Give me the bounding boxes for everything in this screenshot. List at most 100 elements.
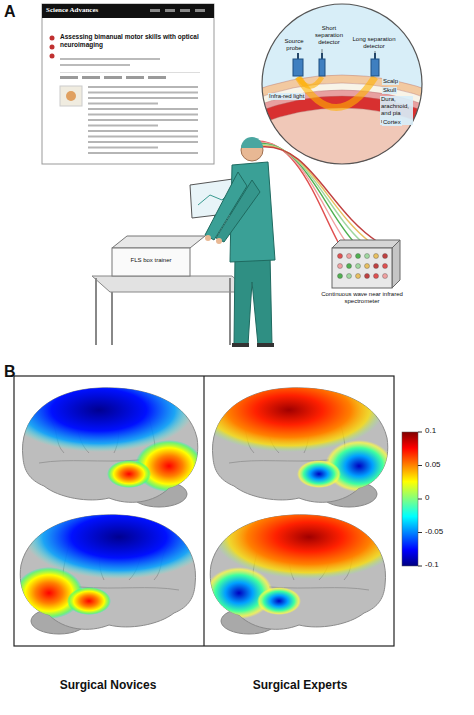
- illustration-part: [88, 97, 198, 99]
- illustration-part: [60, 58, 160, 60]
- illustration-part: [112, 248, 190, 276]
- illustration-part: [338, 254, 343, 259]
- illustration-part: [88, 152, 198, 154]
- journal-name: Science Advances: [46, 6, 146, 14]
- illustration-part: [371, 59, 379, 76]
- part-label: Source probe: [280, 38, 308, 52]
- illustration-part: [4, 368, 203, 492]
- illustration-part: [374, 264, 379, 269]
- illustration-part: [66, 91, 76, 101]
- illustration-part: [332, 248, 392, 288]
- tick-label: 0.05: [425, 460, 465, 470]
- leader-line: [375, 51, 376, 58]
- illustration-part: [60, 76, 78, 79]
- illustration-part: [88, 147, 158, 149]
- illustration-part: [88, 141, 198, 143]
- illustration-part: [297, 460, 341, 488]
- illustration-part: [338, 264, 343, 269]
- illustration-part: [92, 276, 250, 292]
- illustration-part: [356, 264, 361, 269]
- layer-label: Skull: [382, 87, 397, 94]
- illustration-part: [260, 147, 378, 242]
- illustration-part: [374, 254, 379, 259]
- illustration-part: [42, 4, 214, 164]
- illustration-part: [104, 76, 122, 79]
- article-title: Assessing bimanual motor skills with opt…: [60, 33, 200, 49]
- illustration-part: [241, 137, 263, 148]
- illustration-part: [347, 264, 352, 269]
- illustration-part: [214, 495, 404, 579]
- illustration-part: [50, 54, 55, 59]
- illustration-part: [298, 77, 375, 108]
- illustration-part: [383, 274, 388, 279]
- illustration-part: [107, 460, 151, 488]
- brain-map: [4, 368, 203, 507]
- leader-line: [298, 53, 299, 58]
- illustration-part: [88, 114, 198, 116]
- illustration-part: [374, 274, 379, 279]
- part-label: Long separation detector: [350, 36, 398, 50]
- illustration-part: [60, 86, 82, 106]
- illustration-part: [365, 254, 370, 259]
- brain-map: [205, 495, 404, 634]
- illustration-part: [205, 235, 211, 241]
- illustration-part: [42, 4, 214, 18]
- color-bar: [402, 432, 418, 566]
- illustration-part: [392, 240, 400, 288]
- illustration-part: [293, 59, 303, 76]
- illustration-part: [347, 274, 352, 279]
- illustration-part: [60, 64, 130, 66]
- illustration-part: [88, 119, 198, 121]
- illustration-part: [126, 76, 144, 79]
- panel-letter: B: [4, 362, 24, 381]
- illustration-part: [347, 254, 352, 259]
- group-caption: Surgical Novices: [18, 678, 198, 692]
- tick-mark: [418, 566, 422, 567]
- illustration-part: [205, 495, 404, 619]
- illustration-part: [297, 53, 299, 59]
- tick-label: 0.1: [425, 426, 465, 436]
- surgeon-scene: [92, 137, 400, 347]
- tick-label: 0: [425, 493, 465, 503]
- illustration-part: [194, 368, 393, 492]
- device-label: Continuous wave near infrared spectromet…: [320, 291, 404, 305]
- illustration-part: [229, 278, 231, 345]
- illustration-part: [257, 587, 301, 615]
- illustration-part: [4, 368, 194, 452]
- illustration-part: [298, 77, 322, 87]
- illustration-part: [60, 72, 200, 73]
- tick-mark: [418, 432, 422, 433]
- illustration-part: [383, 254, 388, 259]
- panel-divider: [203, 376, 204, 646]
- illustration-part: [95, 278, 97, 345]
- illustration-part: [356, 274, 361, 279]
- illustration-part: [88, 103, 158, 105]
- part-label: Short separation detector: [309, 25, 349, 47]
- panel-letter: A: [4, 2, 24, 21]
- tick-mark: [418, 532, 422, 533]
- illustration-part: [148, 76, 166, 79]
- illustration-part: [262, 4, 422, 164]
- brain-map: [194, 368, 393, 507]
- illustration-part: [383, 264, 388, 269]
- illustration-part: [82, 76, 100, 79]
- illustration-part: [319, 59, 325, 76]
- illustration-part: [257, 343, 274, 347]
- article-screenshot: [42, 4, 214, 164]
- illustration-part: [338, 274, 343, 279]
- illustration-part: [108, 96, 474, 564]
- illustration-part: [332, 240, 400, 248]
- illustration-part: [150, 9, 160, 12]
- illustration-part: [180, 9, 190, 12]
- brain-map: [15, 495, 214, 634]
- illustration-part: [88, 92, 198, 94]
- illustration-part: [216, 180, 260, 242]
- illustration-part: [88, 108, 198, 110]
- illustration-part: [50, 36, 55, 41]
- illustration-part: [365, 264, 370, 269]
- tick-mark: [418, 499, 422, 500]
- illustration-part: [258, 146, 370, 242]
- group-caption: Surgical Experts: [210, 678, 390, 692]
- tick-label: -0.05: [425, 527, 465, 537]
